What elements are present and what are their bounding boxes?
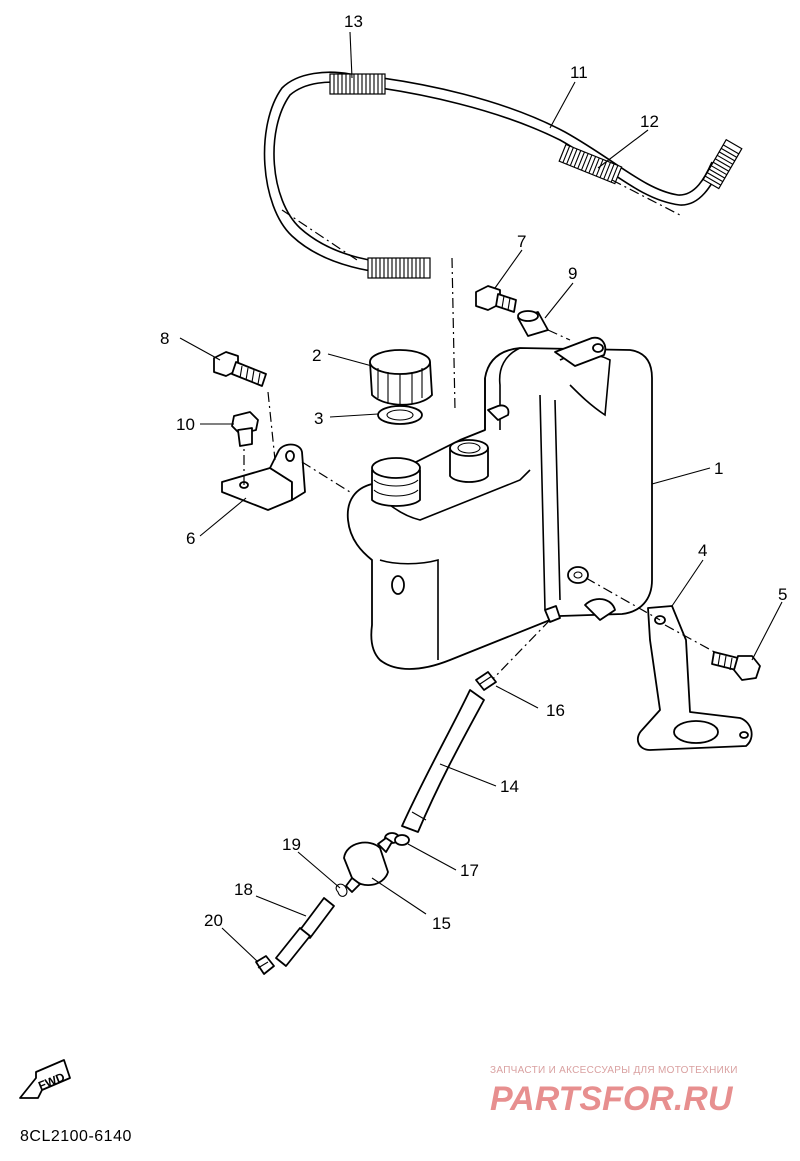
callout-6: 6 (186, 529, 195, 548)
pipe-18 (275, 897, 335, 967)
reservoir-tank (346, 336, 653, 670)
filler-cap (369, 349, 433, 406)
callout-20: 20 (204, 911, 223, 930)
callout-12: 12 (640, 112, 659, 131)
callout-19: 19 (282, 835, 301, 854)
diagram-code: 8CL2100-6140 (20, 1128, 132, 1145)
collar-9 (517, 310, 571, 341)
clip-19 (335, 883, 348, 897)
callout-1: 1 (714, 459, 723, 478)
rear-bracket (585, 577, 753, 751)
check-valve (343, 837, 393, 893)
callout-15: 15 (432, 914, 451, 933)
breather-hose (263, 71, 743, 411)
bolt-8 (213, 351, 267, 387)
fwd-arrow-icon: FWD (19, 1059, 71, 1099)
callout-3: 3 (314, 409, 323, 428)
watermark-logo-text: PARTSFOR.RU (490, 1080, 734, 1118)
callout-18: 18 (234, 880, 253, 899)
callout-9: 9 (568, 264, 577, 283)
bolt-7 (475, 285, 517, 313)
hose-rib-end (702, 138, 743, 190)
drain-hose (401, 689, 485, 833)
watermark-tagline: ЗАПЧАСТИ И АКСЕССУАРЫ ДЛЯ МОТОТЕХНИКИ (490, 1065, 738, 1076)
callout-14: 14 (500, 777, 519, 796)
watermark-logo: PARTSFOR.RU (490, 1080, 734, 1118)
bolt-5 (711, 651, 761, 681)
clip-16 (475, 671, 497, 691)
leader-lines (179, 31, 783, 963)
callout-17: 17 (460, 861, 479, 880)
callout-16: 16 (546, 701, 565, 720)
callout-5: 5 (778, 585, 787, 604)
cap-20 (255, 955, 275, 975)
callout-2: 2 (312, 346, 321, 365)
callout-4: 4 (698, 541, 707, 560)
callout-13: 13 (344, 12, 363, 31)
callout-7: 7 (517, 232, 526, 251)
callout-11: 11 (570, 63, 588, 82)
hose-rib-bottom (367, 257, 431, 279)
callout-8: 8 (160, 329, 169, 348)
callout-labels: 13 11 12 7 9 8 2 3 10 6 1 4 5 16 14 17 1… (160, 12, 787, 933)
callout-10: 10 (176, 415, 195, 434)
bolt-10 (231, 411, 259, 447)
cap-gasket (377, 405, 423, 425)
hose-rib-12 (558, 143, 623, 185)
front-bracket (221, 391, 351, 511)
hose-rib-13 (329, 73, 386, 95)
